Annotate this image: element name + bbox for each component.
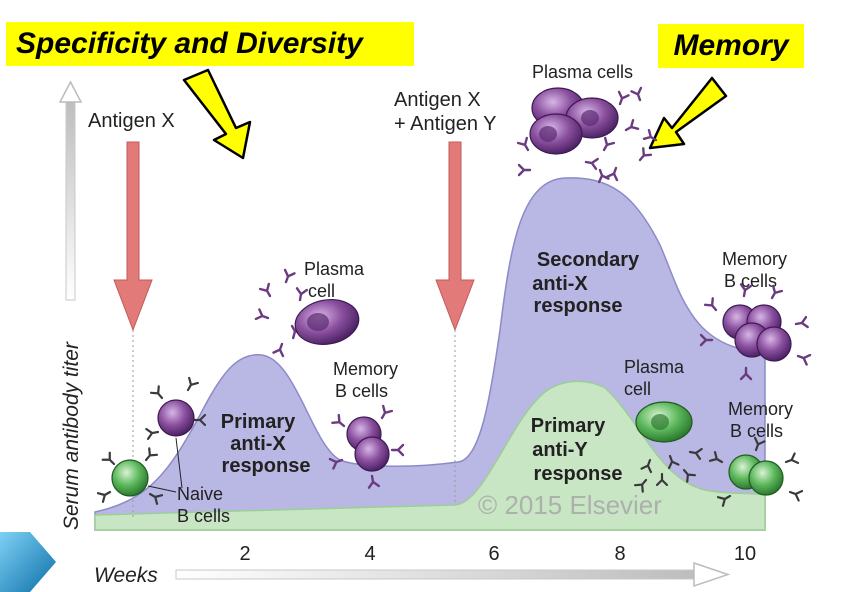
antigen-xy-label-line1: Antigen X [394, 89, 481, 111]
memory-callout: Memory [658, 24, 804, 68]
antigen-xy-label-line2: + Antigen Y [394, 113, 497, 135]
tick-label-10: 10 [734, 543, 756, 565]
secondary-anti-x-line1: Secondary [537, 249, 640, 271]
memory-cells-2-label-line2: B cells [724, 271, 777, 291]
primary-anti-y-line1: Primary [531, 415, 606, 437]
primary-anti-y-label: Primary anti-Y response [531, 415, 623, 485]
plasma-cell-3-label-line1: Plasma [624, 357, 685, 377]
y-axis-arrow [58, 80, 83, 301]
memory-cells-1-label-line1: Memory [333, 359, 398, 379]
secondary-anti-x-line3: response [534, 295, 623, 317]
naive-label-pointer-2 [147, 485, 177, 493]
antigen-x-arrow [113, 141, 153, 332]
secondary-anti-x-label: Secondary anti-X response [532, 249, 640, 317]
memory-b-cells-3 [708, 436, 804, 507]
x-axis-label: Weeks [94, 564, 158, 587]
y-axis-label: Serum antibody titer [60, 341, 83, 530]
yellow-arrow-right [648, 76, 728, 150]
tick-label-4: 4 [364, 543, 375, 565]
tick-label-8: 8 [614, 543, 625, 565]
memory-b-cells-2 [699, 283, 812, 381]
naive-b-cells-label-line2: B cells [177, 506, 230, 526]
plasma-cells-2-label: Plasma cells [532, 62, 633, 82]
memory-cells-3-label-line1: Memory [728, 399, 793, 419]
plasma-cell-1-label-line2: cell [308, 281, 335, 301]
memory-cells-3-label-line2: B cells [730, 421, 783, 441]
specificity-diversity-callout: Specificity and Diversity [6, 22, 414, 66]
memory-cells-1-label-line2: B cells [335, 381, 388, 401]
primary-anti-x-line1: Primary [221, 411, 296, 433]
plasma-cell-3 [633, 401, 703, 493]
primary-anti-x-line2: anti-X [230, 433, 286, 455]
naive-b-cell-purple [145, 376, 207, 440]
slide-corner-decoration [0, 532, 56, 592]
antigen-xy-arrow [435, 141, 475, 332]
anti-y-response-area [94, 380, 766, 531]
memory-b-cells-1 [328, 404, 405, 489]
plasma-cell-3-label-line2: cell [624, 379, 651, 399]
primary-anti-x-line3: response [222, 455, 311, 477]
plasma-cell-1-label-line1: Plasma [304, 259, 365, 279]
primary-anti-y-line3: response [534, 463, 623, 485]
primary-anti-y-line2: anti-Y [532, 439, 588, 461]
antigen-x-label: Antigen X [88, 110, 175, 132]
x-axis-arrow [175, 561, 731, 588]
plasma-cells-2 [516, 86, 660, 184]
copyright-watermark: © 2015 Elsevier [478, 490, 662, 520]
tick-label-2: 2 [239, 543, 250, 565]
naive-b-cells-label-line1: Naive [177, 484, 223, 504]
memory-cells-2-label-line1: Memory [722, 249, 787, 269]
tick-label-6: 6 [488, 543, 499, 565]
naive-label-pointer-1 [175, 437, 183, 489]
secondary-anti-x-line2: anti-X [532, 273, 588, 295]
yellow-arrow-left [182, 68, 252, 160]
primary-anti-x-label: Primary anti-X response [221, 411, 311, 477]
naive-b-cell-green [96, 447, 164, 505]
plasma-cell-1 [254, 268, 360, 358]
